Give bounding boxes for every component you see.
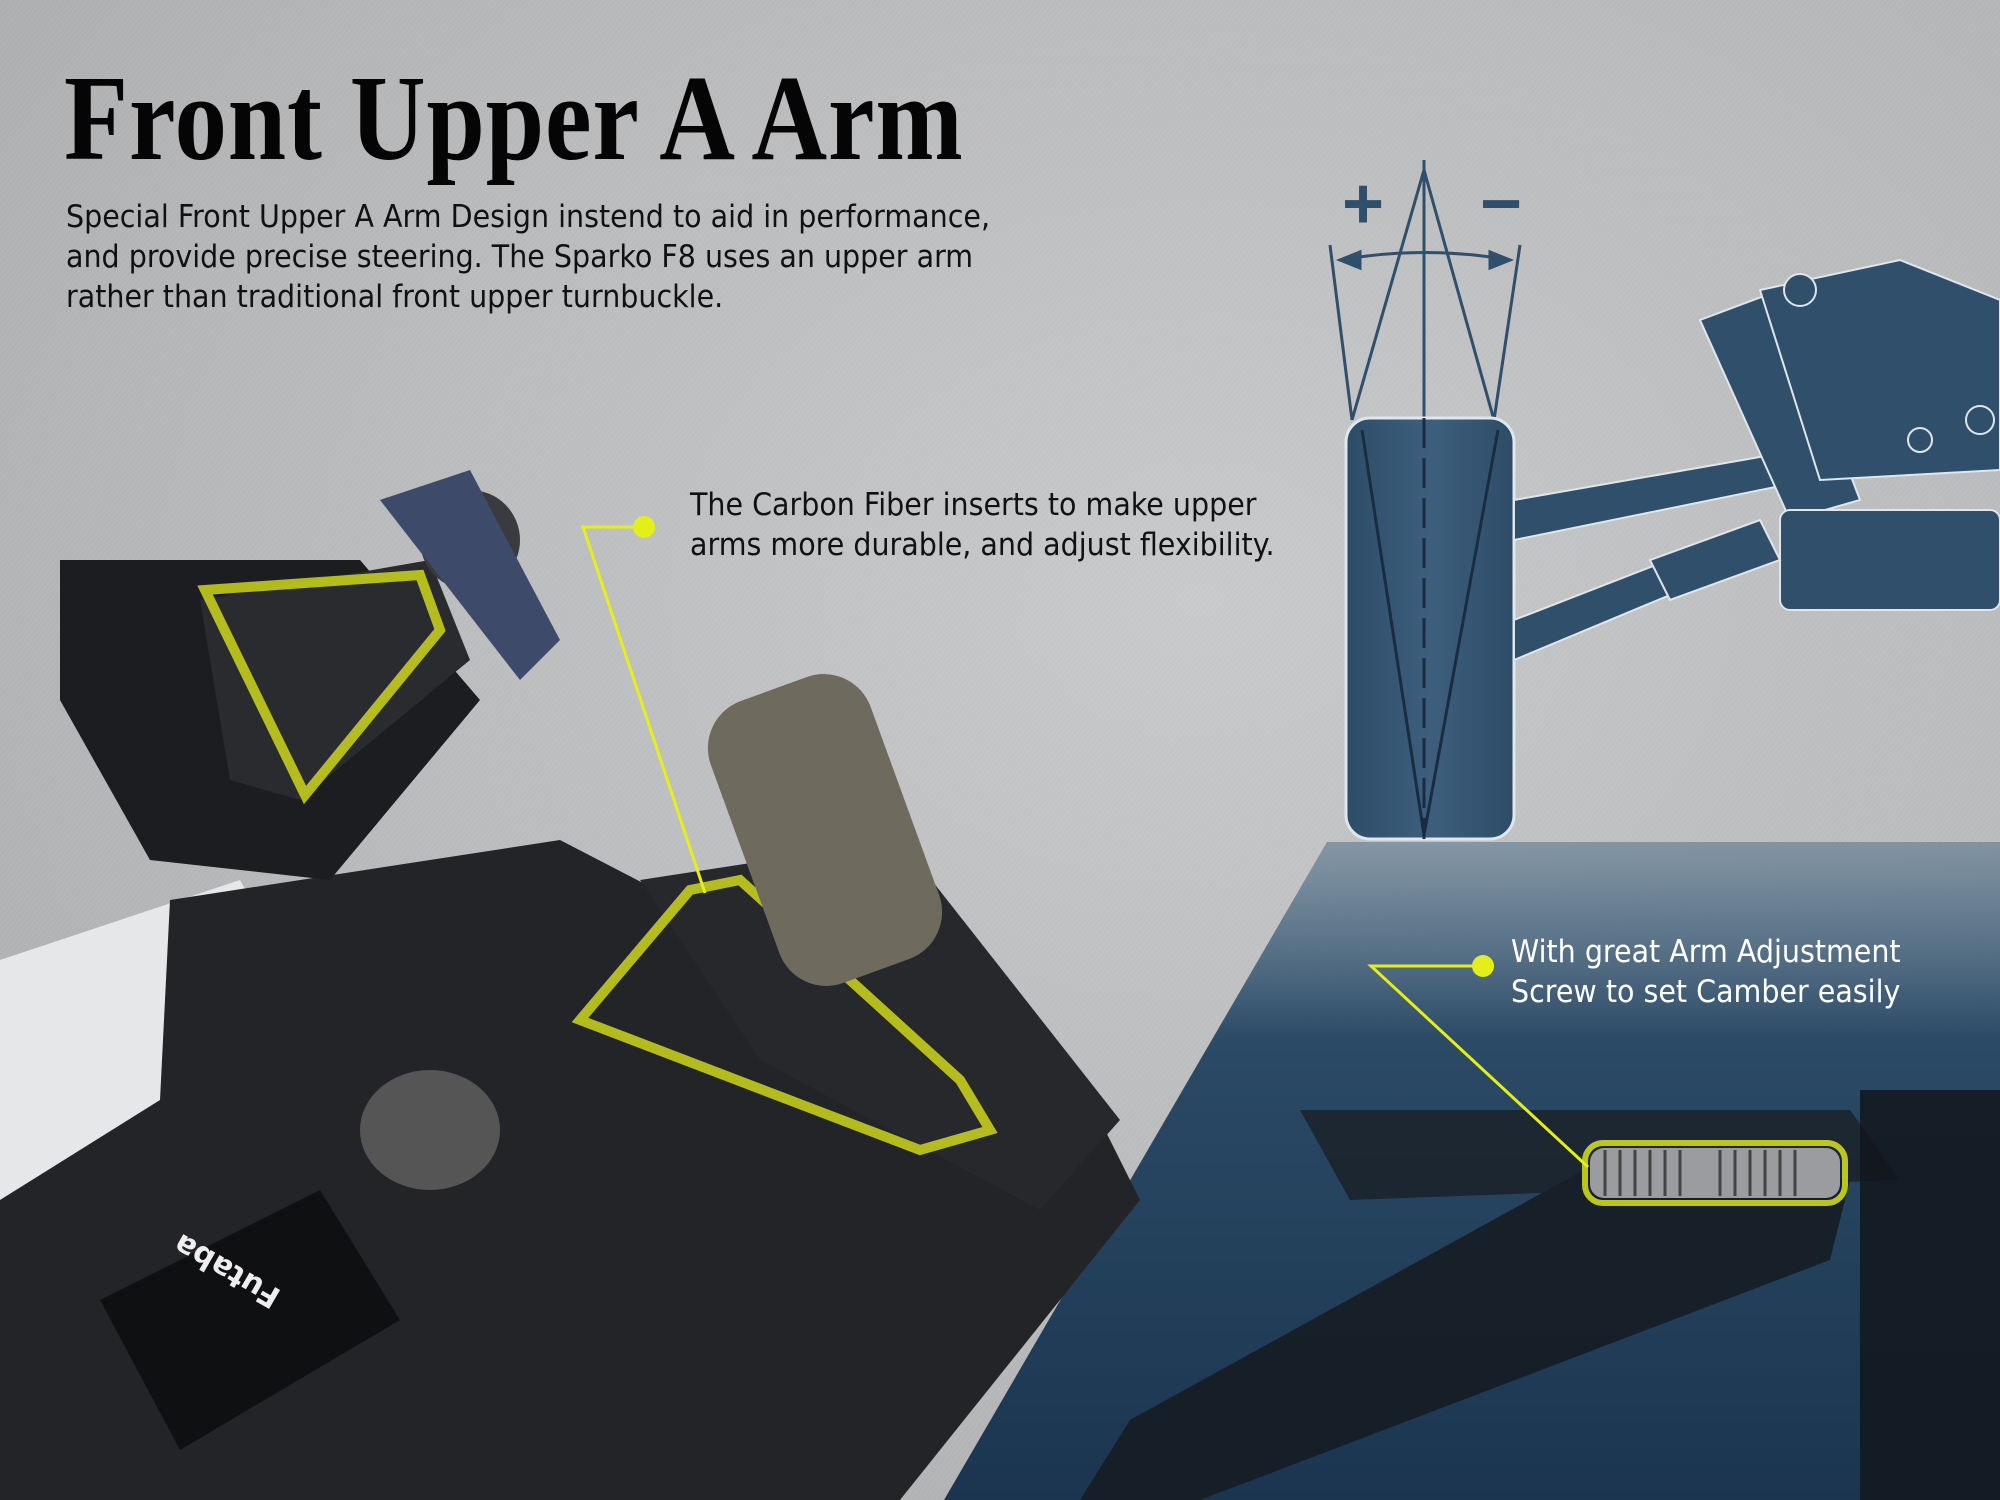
callout-carbon-fiber: The Carbon Fiber inserts to make upper a… [690,485,1275,565]
callout-line: The Carbon Fiber inserts to make upper [690,487,1257,523]
page-title: Front Upper A Arm [64,51,964,186]
callout-line: arms more durable, and adjust flexibilit… [690,527,1275,563]
callout-adjustment-screw: With great Arm Adjustment Screw to set C… [1511,932,1901,1012]
callout-1-dot [633,516,655,538]
callout-1-leader [580,525,707,894]
camber-plus-label: + [1342,164,1384,244]
description-line: Special Front Upper A Arm Design instend… [66,199,991,235]
blueprint-chassis [1513,258,2000,662]
adjustment-screw-detail [1080,1090,2000,1500]
callout-line: Screw to set Camber easily [1511,974,1901,1010]
callout-2-leader [1367,964,1590,1169]
callout-2-dot [1472,955,1494,977]
description: Special Front Upper A Arm Design instend… [66,197,1078,317]
callout-line: With great Arm Adjustment [1511,934,1901,970]
camber-minus-label: − [1480,164,1522,244]
car-chassis-photo [0,470,1140,1500]
description-line: rather than traditional front upper turn… [66,279,724,315]
description-line: and provide precise steering. The Sparko… [66,239,974,275]
